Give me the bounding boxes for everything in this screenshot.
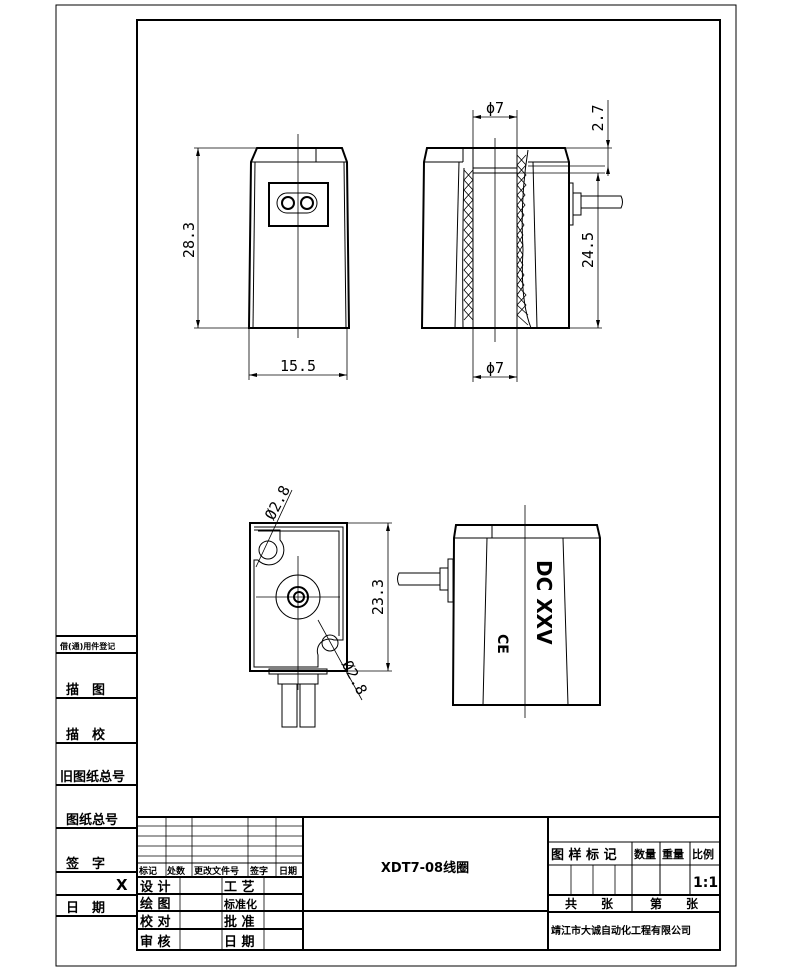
borrow-register-label: 借(通)用件登记	[59, 641, 115, 651]
outer-frame	[55, 4, 737, 967]
rev-header-mark: 标记	[138, 865, 157, 877]
dim-hole-bottom: Ø2.8	[338, 657, 371, 697]
review-label: 审 核	[140, 934, 171, 950]
company-name: 靖江市大诚自动化工程有限公司	[551, 924, 691, 937]
lead-wire	[397, 572, 440, 586]
scale-label: 比例	[692, 847, 714, 861]
dim-front-height: 28.3	[180, 222, 198, 258]
quantity-label: 数量	[634, 847, 656, 861]
trace-label: 描 图	[66, 682, 105, 698]
approve-label: 批 准	[224, 914, 255, 930]
coil-winding-hatch-left	[463, 169, 474, 321]
sheet-no-label: 第 张	[650, 896, 699, 911]
title-block: 标记 处数 更改文件号 签字 日期 设 计 绘 图 校 对 审 核 工 艺 标准…	[137, 816, 720, 950]
old-drawing-no-label: 旧图纸总号	[60, 769, 125, 785]
weight-label: 重量	[662, 847, 684, 861]
end-view: Ø2.8 Ø2.8 23.3	[249, 482, 392, 728]
mount-hole-bottom	[321, 634, 339, 652]
total-sheets-label: 共 张	[565, 896, 614, 911]
drawing-mark-label: 图 样 标 记	[551, 847, 617, 863]
check-label: 校 对	[140, 914, 171, 930]
dim-top-offset: 2.7	[589, 104, 607, 131]
date-label: 日 期	[66, 901, 105, 916]
design-label: 设 计	[140, 879, 171, 895]
dim-bore-bottom: ϕ7	[486, 359, 504, 377]
trace-check-label: 描 校	[66, 727, 106, 743]
rev-header-date: 日期	[279, 865, 297, 877]
drawing-label: 绘 图	[140, 896, 171, 912]
lead-wire	[581, 195, 623, 209]
rev-header-doc: 更改文件号	[194, 865, 239, 877]
dim-end-height: 23.3	[369, 579, 387, 615]
rev-header-sign: 签字	[249, 865, 268, 877]
dim-front-width: 15.5	[280, 357, 316, 375]
mount-hole-top	[258, 540, 278, 560]
inner-frame	[136, 19, 721, 951]
section-view: ϕ7 ϕ7 2.7 24.5	[420, 99, 623, 382]
pin	[281, 683, 298, 728]
dim-bore-top: ϕ7	[486, 99, 504, 117]
approval-date-label: 日 期	[224, 935, 255, 950]
scale-value: 1:1	[693, 875, 718, 891]
voltage-marking: DC XXV	[532, 560, 556, 645]
side-view: DC XXV CE	[397, 505, 601, 718]
ce-mark: CE	[494, 634, 510, 654]
standard-label: 标准化	[223, 897, 257, 911]
signature-label: 签 字	[65, 856, 105, 872]
drawing-title: XDT7-08线圈	[381, 860, 469, 876]
rev-header-count: 处数	[166, 865, 186, 877]
front-view: 28.3 15.5	[180, 134, 351, 380]
coil-winding-hatch-right	[516, 154, 529, 326]
signature-value: X	[116, 876, 128, 894]
connector-socket	[276, 192, 318, 214]
process-label: 工 艺	[224, 879, 255, 895]
dim-body-height: 24.5	[579, 232, 597, 268]
dim-hole-top: Ø2.8	[261, 482, 294, 522]
drawing-no-label: 图纸总号	[66, 812, 118, 828]
pin	[299, 683, 316, 728]
left-strip: 借(通)用件登记 描 图 描 校 旧图纸总号 图纸总号 签 字 X 日 期	[56, 635, 137, 917]
